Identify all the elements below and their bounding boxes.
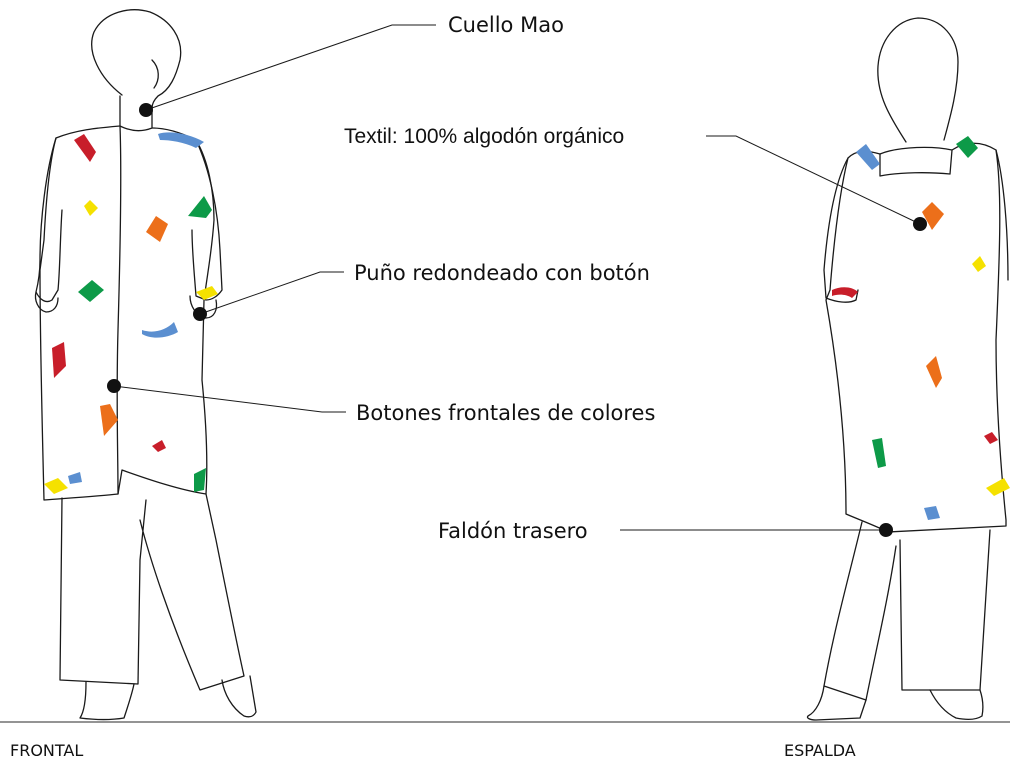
back-patch-blue-2 — [924, 506, 940, 520]
back-patch-red-2 — [984, 432, 998, 444]
callout-botones: Botones frontales de colores — [107, 379, 655, 425]
back-feet — [806, 685, 984, 721]
caption-front: FRONTAL — [10, 741, 83, 760]
back-collar — [879, 146, 953, 177]
back-left-sleeve — [823, 157, 859, 303]
back-patch-green-1 — [956, 136, 978, 158]
label-faldon: Faldón trasero — [438, 519, 588, 543]
front-patch-blue-1 — [158, 132, 204, 148]
callout-faldon: Faldón trasero — [438, 519, 893, 543]
front-trousers — [59, 493, 245, 691]
front-patch-orange-1 — [146, 216, 168, 242]
back-patch-orange-2 — [926, 356, 942, 388]
front-hair-line — [151, 59, 159, 89]
back-patch-blue-1 — [856, 144, 880, 170]
label-puno: Puño redondeado con botón — [354, 261, 650, 285]
back-patch-orange-1 — [922, 202, 944, 230]
front-patch-orange-2 — [100, 404, 118, 436]
front-patch-blue-2 — [142, 322, 178, 338]
callout-cuello: Cuello Mao — [139, 13, 564, 117]
callout-textil: Textil: 100% algodón orgánico — [344, 125, 927, 231]
front-feet — [79, 675, 257, 721]
leader-puno — [199, 271, 344, 315]
front-patch-green-2 — [78, 280, 104, 302]
back-patch-yellow-2 — [986, 478, 1010, 496]
caption-back: ESPALDA — [784, 741, 856, 760]
back-patch-red-1 — [832, 287, 858, 298]
marker-textil — [913, 217, 927, 231]
label-cuello: Cuello Mao — [448, 13, 564, 37]
marker-botones — [107, 379, 121, 393]
leader-textil — [706, 135, 921, 225]
front-patch-yellow-1 — [84, 200, 98, 216]
callout-puno: Puño redondeado con botón — [193, 261, 650, 321]
front-placket — [116, 125, 122, 495]
back-figure — [806, 17, 1010, 721]
marker-cuello — [139, 103, 153, 117]
front-patch-red-3 — [152, 440, 166, 452]
back-patch-green-2 — [872, 438, 886, 468]
marker-faldon — [879, 523, 893, 537]
back-trousers — [823, 521, 991, 701]
front-figure — [34, 9, 257, 721]
back-head — [877, 17, 959, 143]
front-patch-green-3 — [194, 468, 206, 492]
front-patch-yellow-3 — [44, 478, 68, 494]
marker-puno — [193, 307, 207, 321]
front-patch-green-1 — [188, 196, 212, 218]
back-right-sleeve — [995, 149, 1009, 281]
front-head — [91, 9, 182, 109]
front-patch-blue-3 — [68, 472, 82, 484]
leader-cuello — [145, 24, 436, 111]
front-left-cuff — [34, 291, 59, 313]
leader-botones — [113, 385, 346, 413]
back-coat-outline — [825, 142, 1007, 533]
front-right-sleeve — [191, 139, 223, 301]
front-patch-red-1 — [74, 134, 96, 162]
label-textil: Textil: 100% algodón orgánico — [344, 125, 624, 148]
front-patch-red-2 — [52, 342, 66, 378]
front-patch-yellow-2 — [196, 286, 218, 300]
label-botones: Botones frontales de colores — [356, 401, 655, 425]
back-patch-yellow-1 — [972, 256, 986, 272]
front-coat-outline — [39, 125, 215, 501]
